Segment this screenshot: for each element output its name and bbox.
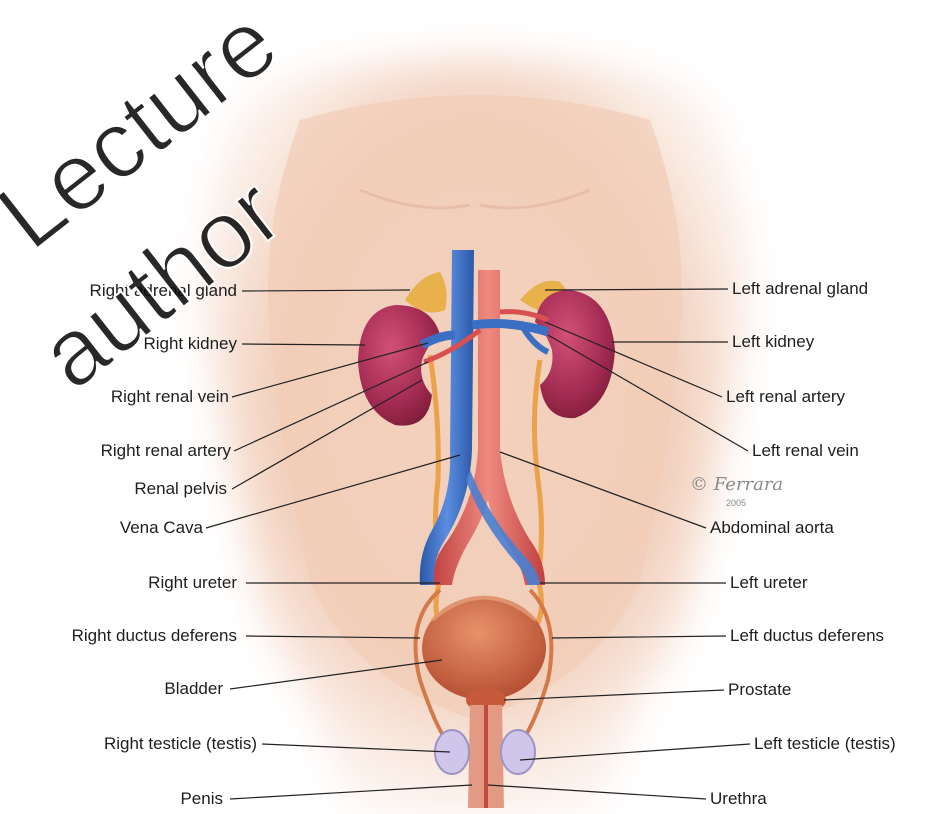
label-left-testicle: Left testicle (testis) [754,734,896,754]
label-penis: Penis [180,789,223,809]
label-right-ureter: Right ureter [148,573,237,593]
label-abdominal-aorta: Abdominal aorta [710,518,834,538]
label-bladder: Bladder [164,679,223,699]
label-renal-pelvis: Renal pelvis [134,479,227,499]
artist-signature: © Ferrara [690,474,783,495]
label-left-ureter: Left ureter [730,573,808,593]
label-left-adrenal-gland: Left adrenal gland [732,279,868,299]
label-prostate: Prostate [728,680,791,700]
left-testis [501,730,535,774]
label-left-renal-artery: Left renal artery [726,387,845,407]
label-left-kidney: Left kidney [732,332,814,352]
label-right-renal-artery: Right renal artery [101,441,231,461]
label-left-renal-vein: Left renal vein [752,441,859,461]
label-left-ductus-deferens: Left ductus deferens [730,626,884,646]
label-right-testicle: Right testicle (testis) [104,734,257,754]
label-right-renal-vein: Right renal vein [111,387,229,407]
label-vena-cava: Vena Cava [120,518,203,538]
label-urethra: Urethra [710,789,767,809]
artist-signature-text: Ferrara [714,474,783,495]
copyright-icon: © [690,474,708,495]
artist-year: 2005 [726,498,746,508]
label-right-ductus-deferens: Right ductus deferens [72,626,237,646]
